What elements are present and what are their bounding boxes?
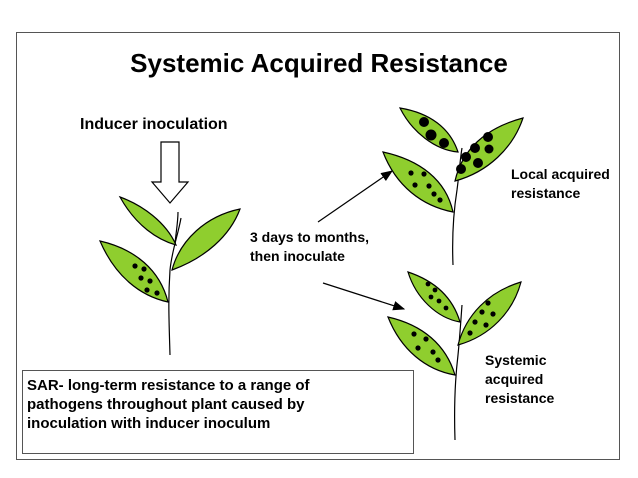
plant-induced-lesions — [132, 263, 160, 296]
lesion — [461, 152, 471, 162]
inducer-label: Inducer inoculation — [80, 116, 228, 133]
plant-induced-leaf-lower-left — [98, 240, 169, 303]
lesion — [408, 170, 414, 176]
plant-induced — [98, 195, 241, 356]
caption-text: SAR- long-term resistance to a range of … — [27, 376, 310, 433]
plant-local-resistance — [382, 107, 524, 266]
delay-label: 3 days to months, then inoculate — [250, 228, 369, 266]
systemic-label-line1: Systemic — [485, 352, 547, 368]
plant-systemic-leaf-upper-right — [457, 281, 522, 346]
systemic-label-line2: acquired — [485, 371, 544, 387]
plant-local-leaf-lower-left — [382, 151, 454, 213]
systemic-label-line3: resistance — [485, 390, 555, 406]
lesion — [456, 164, 466, 174]
arrow-to-systemic-plant — [322, 282, 406, 311]
plant-induced-leaf-upper-right — [171, 208, 241, 271]
lesion — [425, 129, 437, 141]
lesion — [470, 143, 480, 153]
systemic-resistance-label: Systemic acquired resistance — [485, 351, 554, 408]
caption-line3: inoculation with inducer inoculum — [27, 415, 271, 432]
lesion — [412, 182, 418, 188]
lesion — [483, 322, 489, 328]
delay-label-line2: then inoculate — [250, 248, 345, 264]
plant-induced-stem — [168, 217, 182, 356]
lesion — [439, 138, 449, 148]
lesion — [435, 357, 441, 363]
lesion — [426, 183, 432, 189]
lesion — [132, 263, 138, 269]
lesion — [423, 336, 429, 342]
lesion — [490, 311, 496, 317]
lesion — [141, 266, 147, 272]
plant-induced-stem-tip — [174, 211, 179, 245]
plant-local-stem — [452, 147, 463, 266]
lesion — [421, 171, 427, 177]
plant-systemic-leaf-upper-left — [407, 271, 461, 323]
lesion — [483, 132, 493, 142]
plant-systemic-resistance — [387, 271, 522, 441]
slide-frame — [16, 32, 620, 460]
lesion — [428, 294, 434, 300]
lesion — [154, 290, 160, 296]
inoculation-down-arrow — [150, 141, 190, 204]
plant-systemic-lesions — [411, 281, 496, 363]
plant-local-large-lesions — [419, 117, 494, 174]
caption-line1: SAR- long-term resistance to a range of — [27, 377, 310, 394]
caption-box: SAR- long-term resistance to a range of … — [22, 370, 414, 454]
delay-label-line1: 3 days to months, — [250, 229, 370, 245]
lesion — [431, 191, 437, 197]
lesion — [479, 309, 485, 315]
lesion — [467, 330, 473, 336]
lesion — [144, 287, 150, 293]
local-label-line1: Local acquired — [511, 166, 610, 182]
lesion — [138, 275, 144, 281]
lesion — [425, 281, 431, 287]
plant-local-small-lesions — [408, 170, 443, 203]
slide-title: Systemic Acquired Resistance — [130, 48, 508, 78]
lesion — [437, 197, 443, 203]
lesion — [419, 117, 429, 127]
lesion — [472, 319, 478, 325]
local-label-line2: resistance — [511, 185, 581, 201]
plant-systemic-leaf-lower-left — [387, 316, 456, 376]
lesion — [473, 158, 483, 168]
lesion — [484, 144, 494, 154]
lesion — [430, 349, 436, 355]
lesion — [411, 331, 417, 337]
lesion — [485, 300, 491, 306]
arrow-to-local-plant — [317, 170, 393, 223]
local-resistance-label: Local acquired resistance — [511, 165, 610, 203]
lesion — [147, 278, 153, 284]
lesion — [443, 305, 449, 311]
lesion — [436, 298, 442, 304]
lesion — [415, 345, 421, 351]
lesion — [432, 287, 438, 293]
plant-induced-leaf-upper-left — [118, 195, 178, 246]
plant-systemic-stem — [454, 304, 463, 441]
caption-line2: pathogens throughout plant caused by — [27, 396, 305, 413]
